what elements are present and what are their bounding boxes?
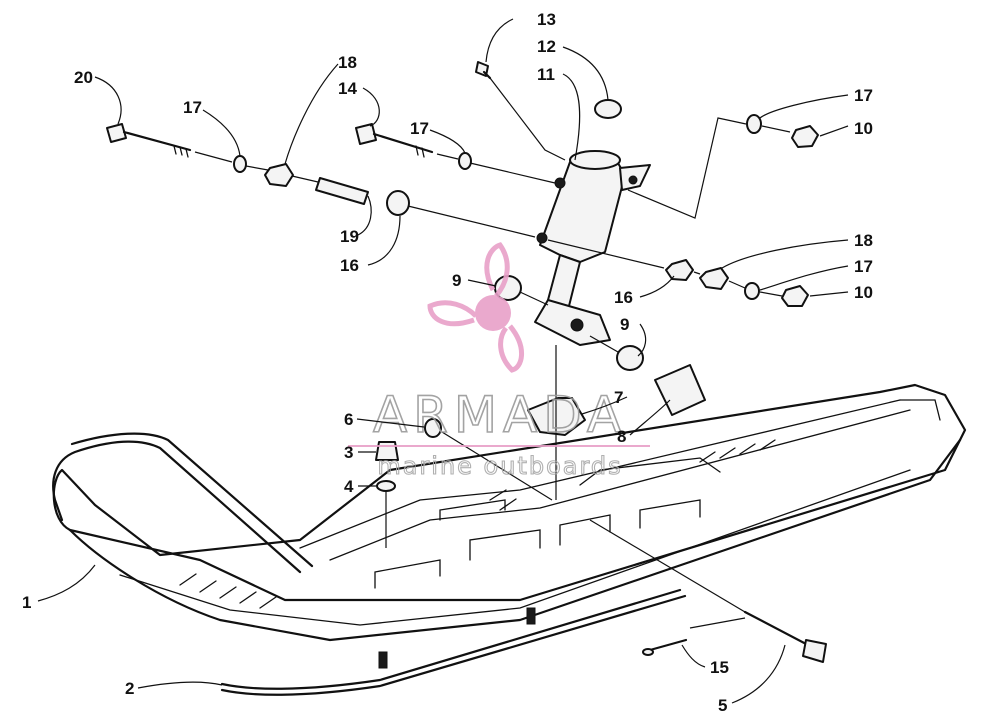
assembly-axis-lines [194,77,791,629]
wear-rod-stud-rear [378,651,388,669]
callout-16-right: 16 [614,288,633,307]
callout-7: 7 [614,388,623,407]
callout-17-upper-right: 17 [854,86,873,105]
washer-17-mid [458,152,472,170]
callout-13: 13 [537,10,556,29]
bushing-9-right [616,345,644,371]
washer-17-left [233,155,247,173]
callout-10-upper: 10 [854,119,873,138]
callout-leaders [37,18,849,704]
ski-handle-loop [52,432,314,574]
callout-3: 3 [344,443,353,462]
hardware-upper [106,61,819,307]
plug-12 [594,99,622,119]
callout-16-left: 16 [340,256,359,275]
callout-12: 12 [537,37,556,56]
callout-5: 5 [718,696,727,715]
callout-2: 2 [125,679,134,698]
callout-18-right: 18 [854,231,873,250]
callout-6: 6 [344,410,353,429]
nut-10-upper [791,125,819,148]
bushing-6 [424,418,442,438]
callout-labels: 1 2 3 4 5 6 7 8 9 9 10 10 11 12 13 14 15… [22,10,873,715]
ski-body [52,383,967,642]
bolt-head-20 [106,123,127,143]
callout-18-left: 18 [338,53,357,72]
callout-9-right: 9 [620,315,629,334]
spindle-top-cap [569,150,621,170]
spacer-19 [315,177,369,205]
spindle-assembly [534,150,651,346]
callout-10-lower: 10 [854,283,873,302]
washer-4 [376,480,396,492]
propeller-logo-icon [427,242,524,373]
bushing-16-lower [665,259,694,281]
wear-rod [220,588,687,696]
callout-1: 1 [22,593,31,612]
callout-15: 15 [710,658,729,677]
callout-17-lower-right: 17 [854,257,873,276]
callout-4: 4 [344,477,354,496]
callout-14: 14 [338,79,357,98]
washer-17-upper-right [746,114,762,134]
watermark-brand: ARMADA [373,386,627,444]
callout-9-left: 9 [452,271,461,290]
callout-17-left: 17 [183,98,202,117]
nut-18-right [699,267,729,290]
bolt-head-14 [355,123,377,145]
watermark-tagline: marine outboards [377,452,622,480]
bolt-head-5 [802,639,827,663]
callout-11: 11 [537,65,555,84]
washer-17-lower-right [744,282,760,300]
callout-17-mid: 17 [410,119,429,138]
nut-10-lower [781,285,809,307]
callout-8: 8 [617,427,626,446]
wear-rod-stud-front [526,607,536,625]
nut-18-left [264,163,294,187]
bushing-16-upper [386,190,410,216]
armada-watermark: ARMADA marine outboards [348,242,650,481]
callout-19: 19 [340,227,359,246]
callout-20: 20 [74,68,93,87]
cotter-pin-15 [642,648,654,656]
